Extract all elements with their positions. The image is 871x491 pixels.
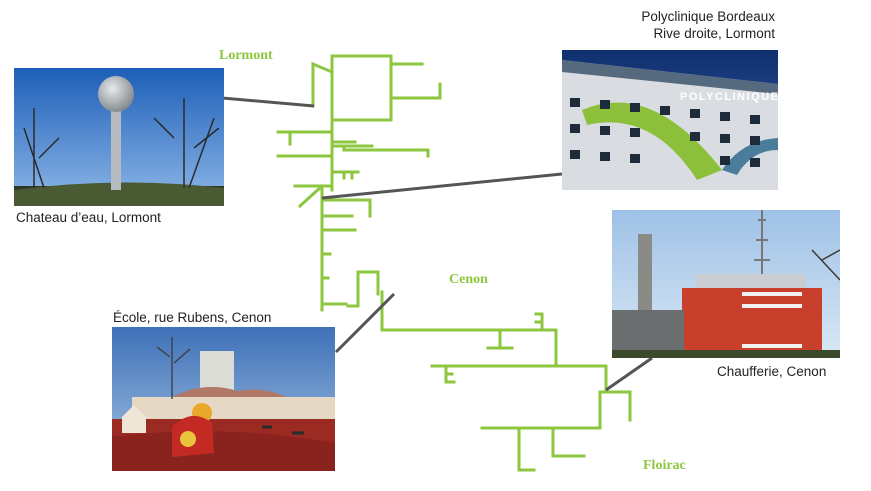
- leader-polyclinique: [321, 172, 563, 200]
- leader-chaufferie: [605, 356, 653, 392]
- photo-leader-lines: [221, 96, 653, 392]
- caption-ecole: École, rue Rubens, Cenon: [113, 310, 272, 325]
- city-label-floirac: Floirac: [643, 458, 686, 473]
- pipe-network: [276, 54, 632, 472]
- photo-chateau-deau: [14, 68, 224, 206]
- caption-polyclinique: Polyclinique Bordeaux Rive droite, Lormo…: [641, 8, 775, 42]
- city-label-lormont: Lormont: [219, 48, 273, 63]
- photo-ecole: [112, 327, 335, 471]
- photo-chaufferie: [612, 210, 840, 358]
- city-label-cenon: Cenon: [449, 272, 488, 287]
- photo-polyclinique: POLYCLINIQUE: [562, 50, 778, 190]
- leader-ecole: [334, 292, 396, 354]
- caption-chaufferie: Chaufferie, Cenon: [717, 364, 827, 379]
- polyclinique-sign: POLYCLINIQUE: [680, 91, 778, 103]
- leader-chateau: [221, 96, 315, 108]
- caption-polyclinique-line1: Polyclinique Bordeaux: [641, 9, 775, 24]
- caption-polyclinique-line2: Rive droite, Lormont: [653, 26, 775, 41]
- caption-chateau: Chateau d’eau, Lormont: [16, 210, 161, 225]
